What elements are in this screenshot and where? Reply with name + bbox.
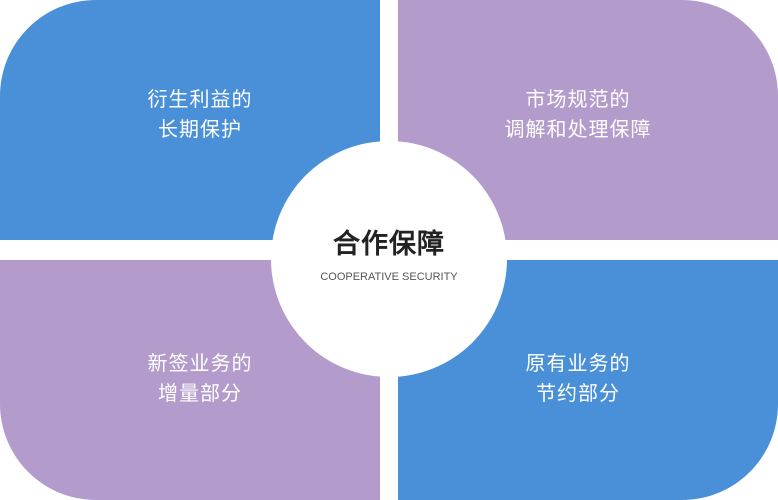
petal-bottom-right-text: 原有业务的 节约部分 bbox=[378, 348, 778, 408]
petal-bottom-left-text: 新签业务的 增量部分 bbox=[0, 348, 400, 408]
center-circle bbox=[271, 141, 507, 377]
center-subtitle: COOPERATIVE SECURITY bbox=[320, 271, 458, 283]
petal-bottom-right-line-1: 原有业务的 bbox=[525, 351, 631, 375]
petal-top-right-text: 市场规范的 调解和处理保障 bbox=[378, 84, 778, 144]
center-title: 合作保障 bbox=[333, 229, 445, 260]
petal-bottom-left-line-2: 增量部分 bbox=[158, 381, 242, 405]
petal-top-right-line-1: 市场规范的 bbox=[525, 87, 631, 111]
petal-top-left-line-2: 长期保护 bbox=[158, 117, 242, 141]
petal-bottom-left-line-1: 新签业务的 bbox=[147, 351, 253, 375]
petal-top-left-text: 衍生利益的 长期保护 bbox=[0, 84, 400, 144]
petal-top-right-line-2: 调解和处理保障 bbox=[504, 117, 652, 141]
petal-top-left-line-1: 衍生利益的 bbox=[147, 87, 253, 111]
petal-bottom-right-line-2: 节约部分 bbox=[536, 381, 620, 405]
